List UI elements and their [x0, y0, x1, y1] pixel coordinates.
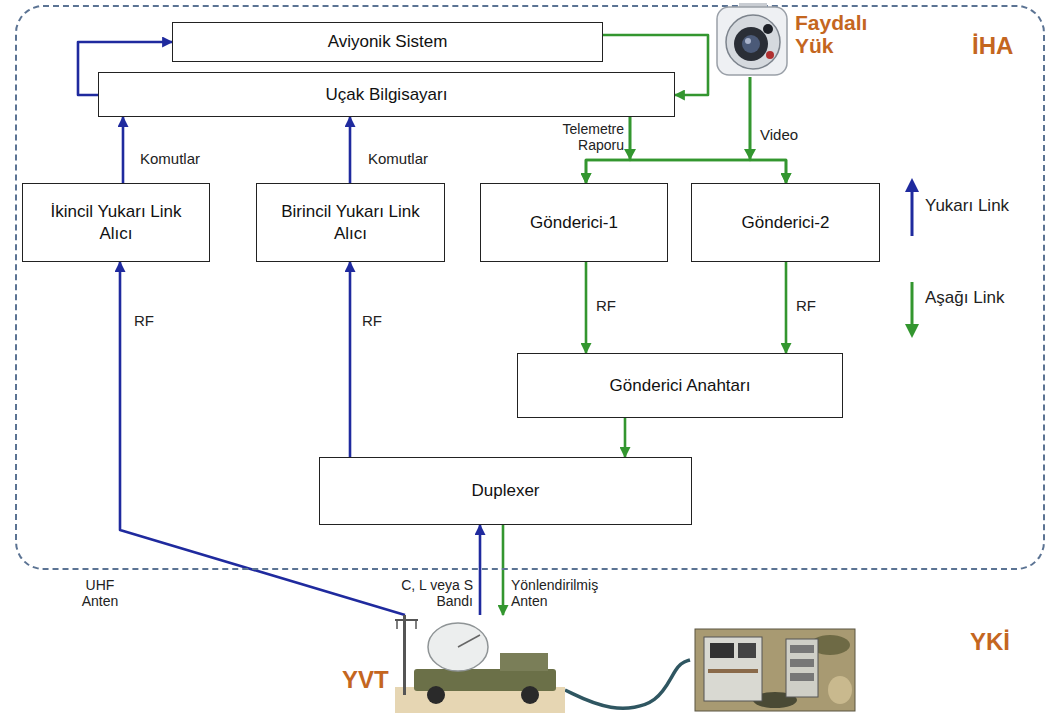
lens-glint — [745, 38, 751, 44]
dish-feed — [458, 635, 480, 647]
region-title: İHA — [972, 33, 1042, 59]
desk — [708, 669, 758, 673]
box-label: Gönderici Anahtarı — [610, 375, 751, 396]
cable — [565, 660, 690, 708]
signal-arrow — [122, 117, 125, 183]
box-label: Birincil Yukarı Link Alıcı — [281, 201, 421, 244]
box-label: Gönderici-1 — [530, 212, 618, 233]
switch-box: Gönderici Anahtarı — [517, 353, 843, 418]
signal-arrow — [349, 262, 352, 457]
equipment-rack — [786, 639, 818, 697]
payload-node: Faydalı Yük — [715, 3, 880, 77]
wheel — [521, 686, 539, 704]
legend-uplink-arrowhead — [905, 178, 919, 192]
box-label: Aviyonik Sistem — [328, 31, 448, 52]
signal-label: RF — [134, 312, 164, 329]
rack-unit — [790, 659, 814, 667]
camouflage-patch — [828, 676, 852, 704]
node-title: YKİ — [970, 629, 1030, 655]
shelter-door-opening — [704, 637, 762, 701]
antenna-mast — [403, 615, 406, 695]
transmitter-box: Gönderici-1 — [480, 183, 668, 262]
duplexer-box: Duplexer — [319, 457, 692, 525]
transmitter-box: Gönderici-2 — [691, 183, 880, 262]
signal-label: Yönlendirilmiş Anten — [511, 577, 621, 609]
gimbal-ball — [726, 15, 780, 69]
box-label: İkincil Yukarı Link Alıcı — [46, 201, 186, 244]
receiver-box: Birincil Yukarı Link Alıcı — [256, 183, 445, 262]
signal-label: UHF Anten — [75, 577, 125, 609]
legend-label: Yukarı Link — [925, 196, 1009, 216]
equipment-box — [500, 653, 548, 671]
legend-downlink-arrow — [911, 282, 914, 326]
node-title: Faydalı Yük — [795, 11, 879, 57]
ground-terminal-node: YVT — [340, 615, 565, 713]
camera-lens — [734, 27, 768, 61]
wheel — [427, 686, 445, 704]
antenna-crossbar — [395, 619, 418, 621]
box-label: Duplexer — [471, 480, 539, 501]
signal-arrow — [624, 418, 627, 457]
signal-arrow — [349, 117, 352, 183]
gimbal-housing — [717, 7, 787, 75]
antenna-element — [415, 620, 417, 629]
shelter-body — [695, 629, 855, 711]
signal-arrow — [502, 525, 505, 615]
avionics-box: Aviyonik Sistem — [172, 22, 603, 62]
signal-label: RF — [596, 297, 626, 314]
signal-arrow — [479, 525, 482, 615]
antenna-element — [396, 620, 398, 629]
legend-downlink-arrowhead — [905, 324, 919, 338]
box-label: Gönderici-2 — [742, 212, 830, 233]
signal-label: RF — [362, 312, 392, 329]
yvt-illustration — [340, 615, 565, 713]
rack-unit — [790, 673, 814, 681]
signal-label: Telemetre Raporu — [520, 121, 624, 153]
signal-label: Komutlar — [140, 150, 230, 167]
signal-arrow — [585, 262, 588, 353]
box-label: Uçak Bilgisayarı — [326, 84, 448, 105]
signal-arrow — [785, 262, 788, 353]
uav-boundary: İHA Aviyonik SistemUçak Bilgisayarı Faydal… — [15, 5, 1045, 570]
signal-label: RF — [796, 297, 826, 314]
monitor — [738, 643, 756, 658]
monitor — [710, 643, 734, 658]
laser-lens — [766, 51, 774, 59]
flight-computer-box: Uçak Bilgisayarı — [98, 72, 675, 117]
legend-label: Aşağı Link — [925, 288, 1004, 308]
merge-arrowhead — [744, 149, 756, 160]
camera-lens-inner — [742, 35, 760, 53]
signal-label: Komutlar — [368, 150, 458, 167]
signal-label: Video — [760, 126, 820, 143]
ground-station-node: YKİ — [690, 625, 1035, 713]
sensor-lens — [763, 24, 773, 34]
rack-unit — [790, 645, 814, 653]
satellite-dish — [428, 623, 488, 671]
node-title: YVT — [342, 667, 400, 693]
signal-label: C, L veya S Bandı — [385, 577, 473, 609]
merge-arrowhead — [624, 149, 636, 160]
legend-uplink-arrow — [911, 190, 914, 236]
receiver-box: İkincil Yukarı Link Alıcı — [22, 183, 210, 262]
signal-arrow — [120, 262, 405, 615]
